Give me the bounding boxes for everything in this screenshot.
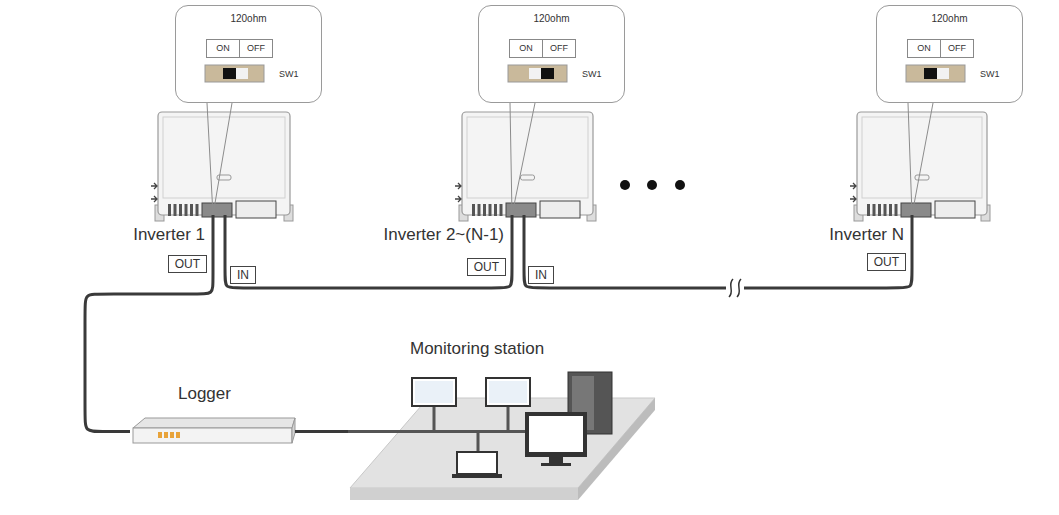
inverter-housing xyxy=(151,112,293,221)
switch-callout: 120ohmONOFF SW1 xyxy=(175,5,322,103)
leader-line xyxy=(510,103,535,215)
port-label: IN xyxy=(529,267,553,283)
logger: Logger xyxy=(130,418,295,445)
ellipsis-dot xyxy=(647,180,657,190)
logger-device xyxy=(133,418,295,443)
inverter-housing xyxy=(850,112,990,221)
switch-label: ON xyxy=(907,39,941,58)
port-label: IN xyxy=(231,267,255,283)
device-label: Inverter 1 xyxy=(133,225,205,245)
switch-label: OFF xyxy=(940,39,974,58)
port-label: OUT xyxy=(169,256,206,272)
ellipsis-dot xyxy=(620,180,630,190)
port-label: OUT xyxy=(868,254,905,270)
monitoring-station: Monitoring station xyxy=(348,370,655,500)
switch-callout: 120ohmONOFF SW1 xyxy=(478,5,625,103)
dip-switch xyxy=(205,65,264,82)
port-tag: OUT xyxy=(168,255,207,273)
dip-switch xyxy=(508,65,567,82)
port-tag: IN xyxy=(230,266,256,284)
cable-break-symbol xyxy=(726,279,744,297)
leader-line xyxy=(908,103,933,215)
leader-line xyxy=(207,103,232,215)
switch-label: SW1 xyxy=(582,69,602,79)
port-tag: OUT xyxy=(467,258,506,276)
switch-label: 120ohm xyxy=(176,13,321,24)
port-tag: IN xyxy=(528,266,554,284)
inverter: Inverter 2~(N-1) xyxy=(462,112,593,215)
communication-cable xyxy=(295,430,348,433)
device-label: Inverter 2~(N-1) xyxy=(384,225,504,245)
switch-label: SW1 xyxy=(279,69,299,79)
switch-label: 120ohm xyxy=(877,13,1022,24)
inverter: Inverter 1 xyxy=(158,112,290,215)
dip-switch xyxy=(906,65,965,82)
inverter: Inverter N xyxy=(857,112,987,215)
inverter-housing xyxy=(455,112,596,221)
switch-label: SW1 xyxy=(980,69,1000,79)
station-illustration xyxy=(348,372,655,500)
device-label: Logger xyxy=(178,384,231,404)
device-label: Inverter N xyxy=(829,225,904,245)
device-label: Monitoring station xyxy=(410,339,544,359)
communication-cable xyxy=(524,215,912,288)
switch-label: 120ohm xyxy=(479,13,624,24)
port-label: OUT xyxy=(468,259,505,275)
switch-label: OFF xyxy=(239,39,273,58)
ellipsis-dot xyxy=(675,180,685,190)
port-tag: OUT xyxy=(867,253,906,271)
switch-label: ON xyxy=(206,39,240,58)
switch-label: OFF xyxy=(542,39,576,58)
switch-label: ON xyxy=(509,39,543,58)
communication-cable xyxy=(225,215,512,288)
switch-callout: 120ohmONOFF SW1 xyxy=(876,5,1023,103)
